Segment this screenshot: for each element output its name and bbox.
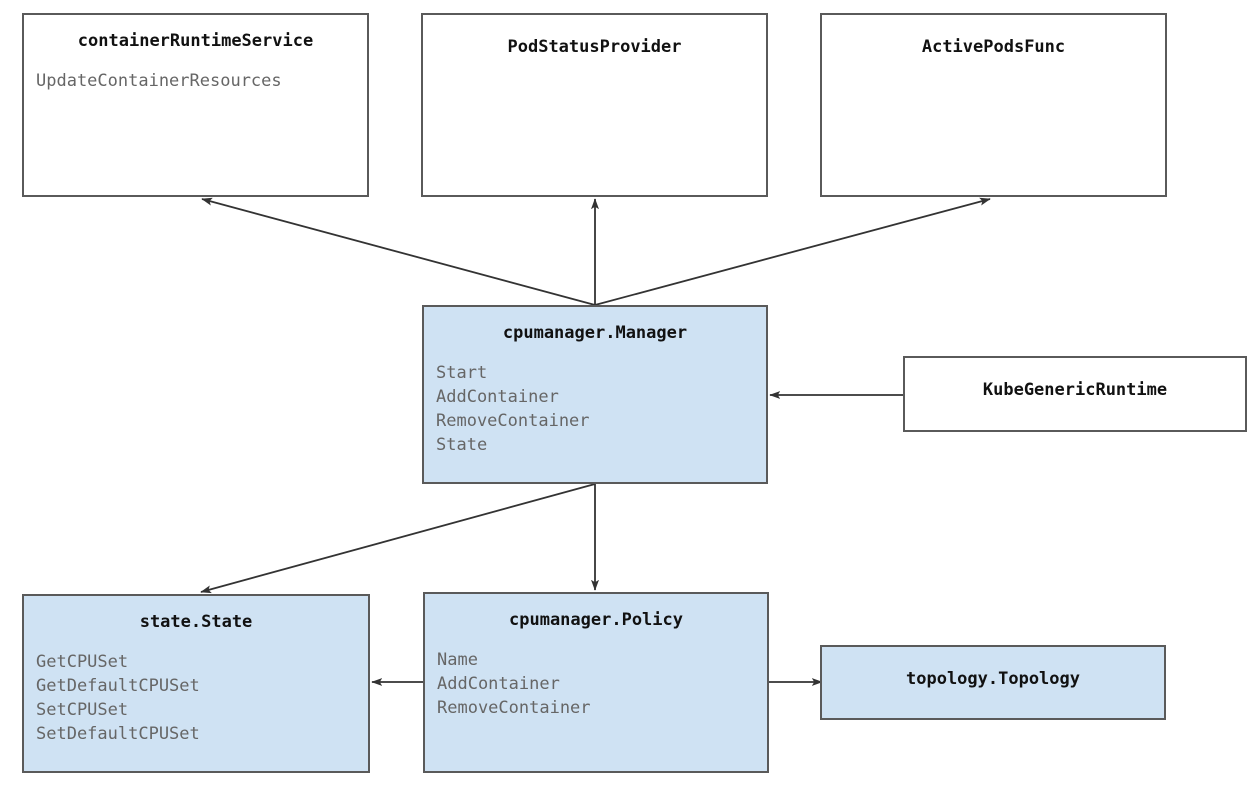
node-member: Name xyxy=(437,650,478,670)
node-activePodsFunc[interactable]: ActivePodsFunc xyxy=(820,13,1167,197)
node-member: SetCPUSet xyxy=(36,700,129,720)
node-title: containerRuntimeService xyxy=(77,31,314,51)
node-title: PodStatusProvider xyxy=(507,37,682,57)
node-podStatusProvider[interactable]: PodStatusProvider xyxy=(421,13,768,197)
node-member: SetDefaultCPUSet xyxy=(36,724,200,744)
edge-manager-to-containerRuntimeService xyxy=(201,197,596,306)
node-title: state.State xyxy=(139,612,253,632)
node-title: cpumanager.Policy xyxy=(509,610,683,630)
edge-manager-to-activePodsFunc xyxy=(594,197,991,306)
node-member: AddContainer xyxy=(436,387,559,407)
node-member: State xyxy=(436,435,488,455)
node-member: UpdateContainerResources xyxy=(36,71,282,91)
node-member: RemoveContainer xyxy=(437,698,591,718)
node-member: GetDefaultCPUSet xyxy=(36,676,200,696)
node-kubeGenericRuntime[interactable]: KubeGenericRuntime xyxy=(903,356,1247,432)
node-title: ActivePodsFunc xyxy=(921,37,1066,57)
node-member: AddContainer xyxy=(437,674,560,694)
node-topologyTopology[interactable]: topology.Topology xyxy=(820,645,1166,720)
node-member: GetCPUSet xyxy=(36,652,129,672)
edge-manager-to-stateState xyxy=(200,483,596,594)
node-member: Start xyxy=(436,363,488,383)
node-member-list: UpdateContainerResources xyxy=(24,69,367,93)
node-title: cpumanager.Manager xyxy=(502,323,688,343)
node-title: topology.Topology xyxy=(906,669,1080,689)
node-member: RemoveContainer xyxy=(436,411,590,431)
node-title: KubeGenericRuntime xyxy=(982,380,1168,400)
